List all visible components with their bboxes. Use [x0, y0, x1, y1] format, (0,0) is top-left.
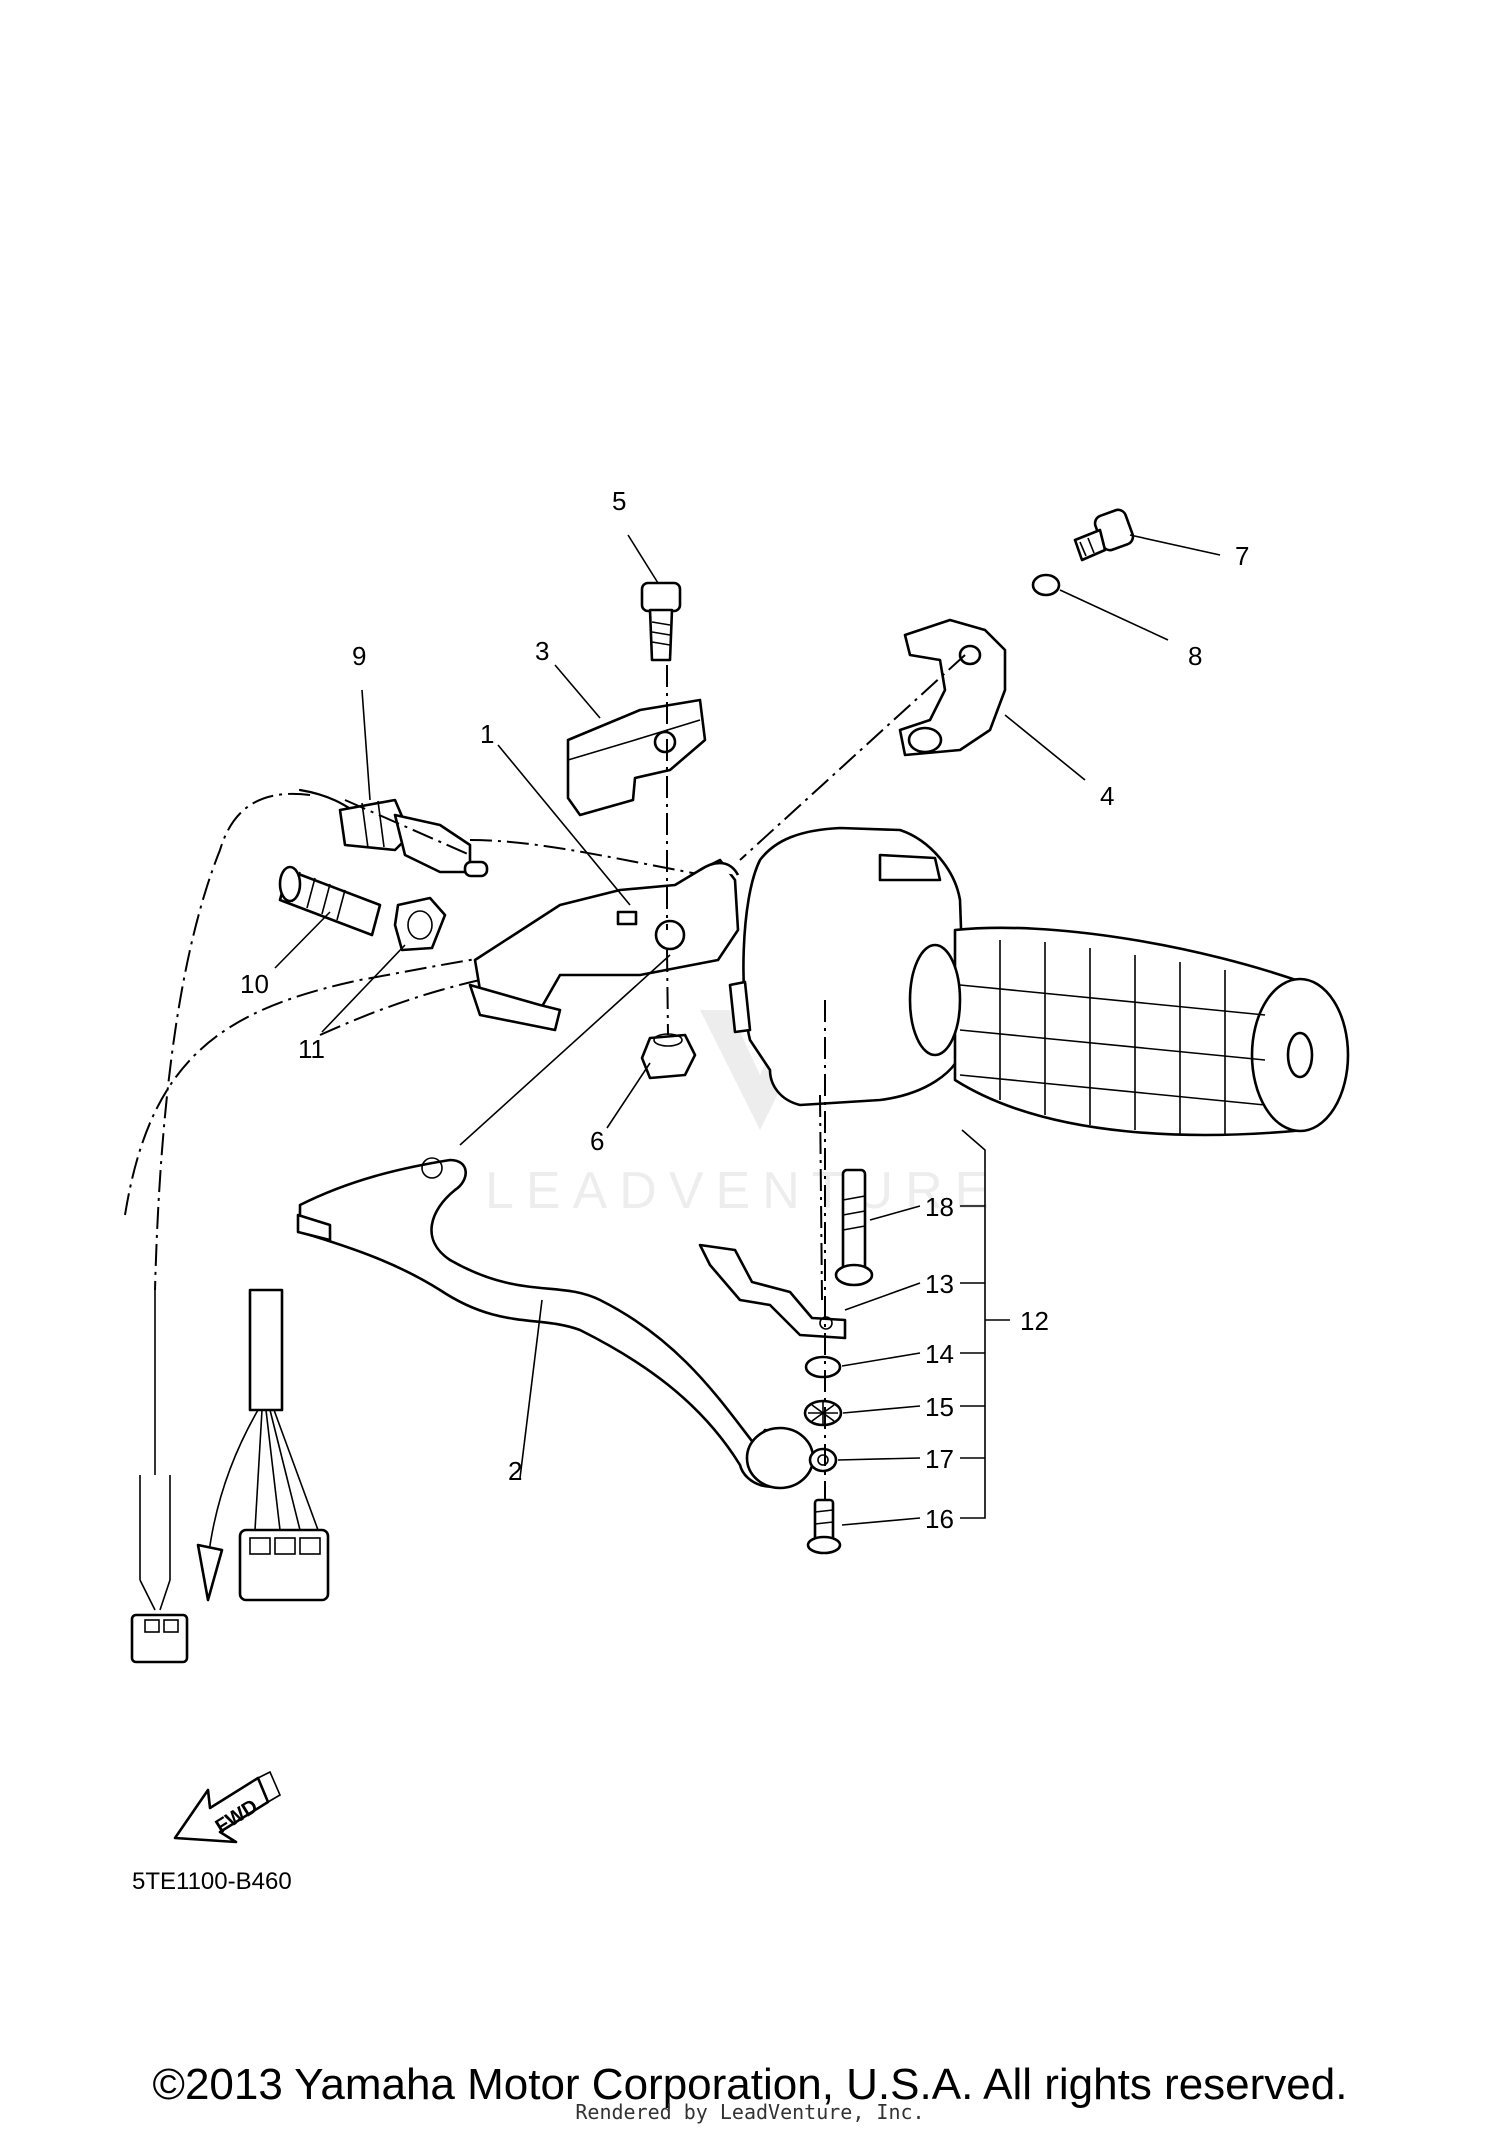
callout-1: 1 [480, 719, 494, 749]
diagram-code: 5TE1100-B460 [132, 1868, 292, 1895]
washer-17 [808, 1447, 838, 1473]
grip [908, 926, 1350, 1137]
assembly-lines [344, 654, 966, 1500]
callout-17: 17 [925, 1444, 954, 1474]
washer-14 [804, 1355, 842, 1379]
pivot-nut [640, 1033, 697, 1080]
copyright-text: ©2013 Yamaha Motor Corporation, U.S.A. A… [152, 2060, 1348, 2109]
connector-main [238, 1528, 330, 1602]
callout-numbers: 1 2 3 4 5 6 7 8 9 10 11 12 13 14 15 16 1… [240, 486, 1249, 1534]
callout-16: 16 [925, 1504, 954, 1534]
pivot-stack [698, 1168, 874, 1555]
callout-4: 4 [1100, 781, 1114, 811]
bolt-18 [841, 1168, 867, 1277]
callout-18: 18 [925, 1192, 954, 1222]
callout-5: 5 [612, 486, 626, 516]
main-wire-harness [196, 1288, 330, 1602]
callout-11: 11 [298, 1034, 325, 1064]
svg-text:LEADVENTURE: LEADVENTURE [485, 1162, 1001, 1220]
callout-13: 13 [925, 1269, 954, 1299]
switch-housing [728, 826, 967, 1107]
screw [1073, 508, 1135, 562]
callout-10: 10 [240, 969, 269, 999]
callout-14: 14 [925, 1339, 954, 1369]
washer-8 [1031, 573, 1061, 597]
callout-8: 8 [1188, 641, 1202, 671]
callout-7: 7 [1235, 541, 1249, 571]
callout-6: 6 [590, 1126, 604, 1156]
locknut [393, 896, 447, 952]
callout-15: 15 [925, 1392, 954, 1422]
lever-holder [468, 858, 740, 1032]
switch-wire-harness [130, 788, 362, 1664]
pivot-bolt [640, 581, 682, 662]
callout-9: 9 [352, 641, 366, 671]
clutch-switch [338, 798, 489, 878]
leader-lines [274, 534, 1221, 1526]
plate-13 [698, 1243, 847, 1340]
fwd-arrow-icon: FWD [173, 1770, 282, 1844]
callout-12: 12 [1020, 1306, 1049, 1336]
callout-2: 2 [508, 1456, 522, 1486]
bracket [898, 618, 1007, 757]
clutch-lever [296, 1157, 815, 1490]
clamp-block [566, 698, 707, 817]
adjuster-bolt [278, 865, 382, 937]
rendered-by-text: Rendered by LeadVenture, Inc. [575, 2100, 925, 2124]
callout-3: 3 [535, 636, 549, 666]
